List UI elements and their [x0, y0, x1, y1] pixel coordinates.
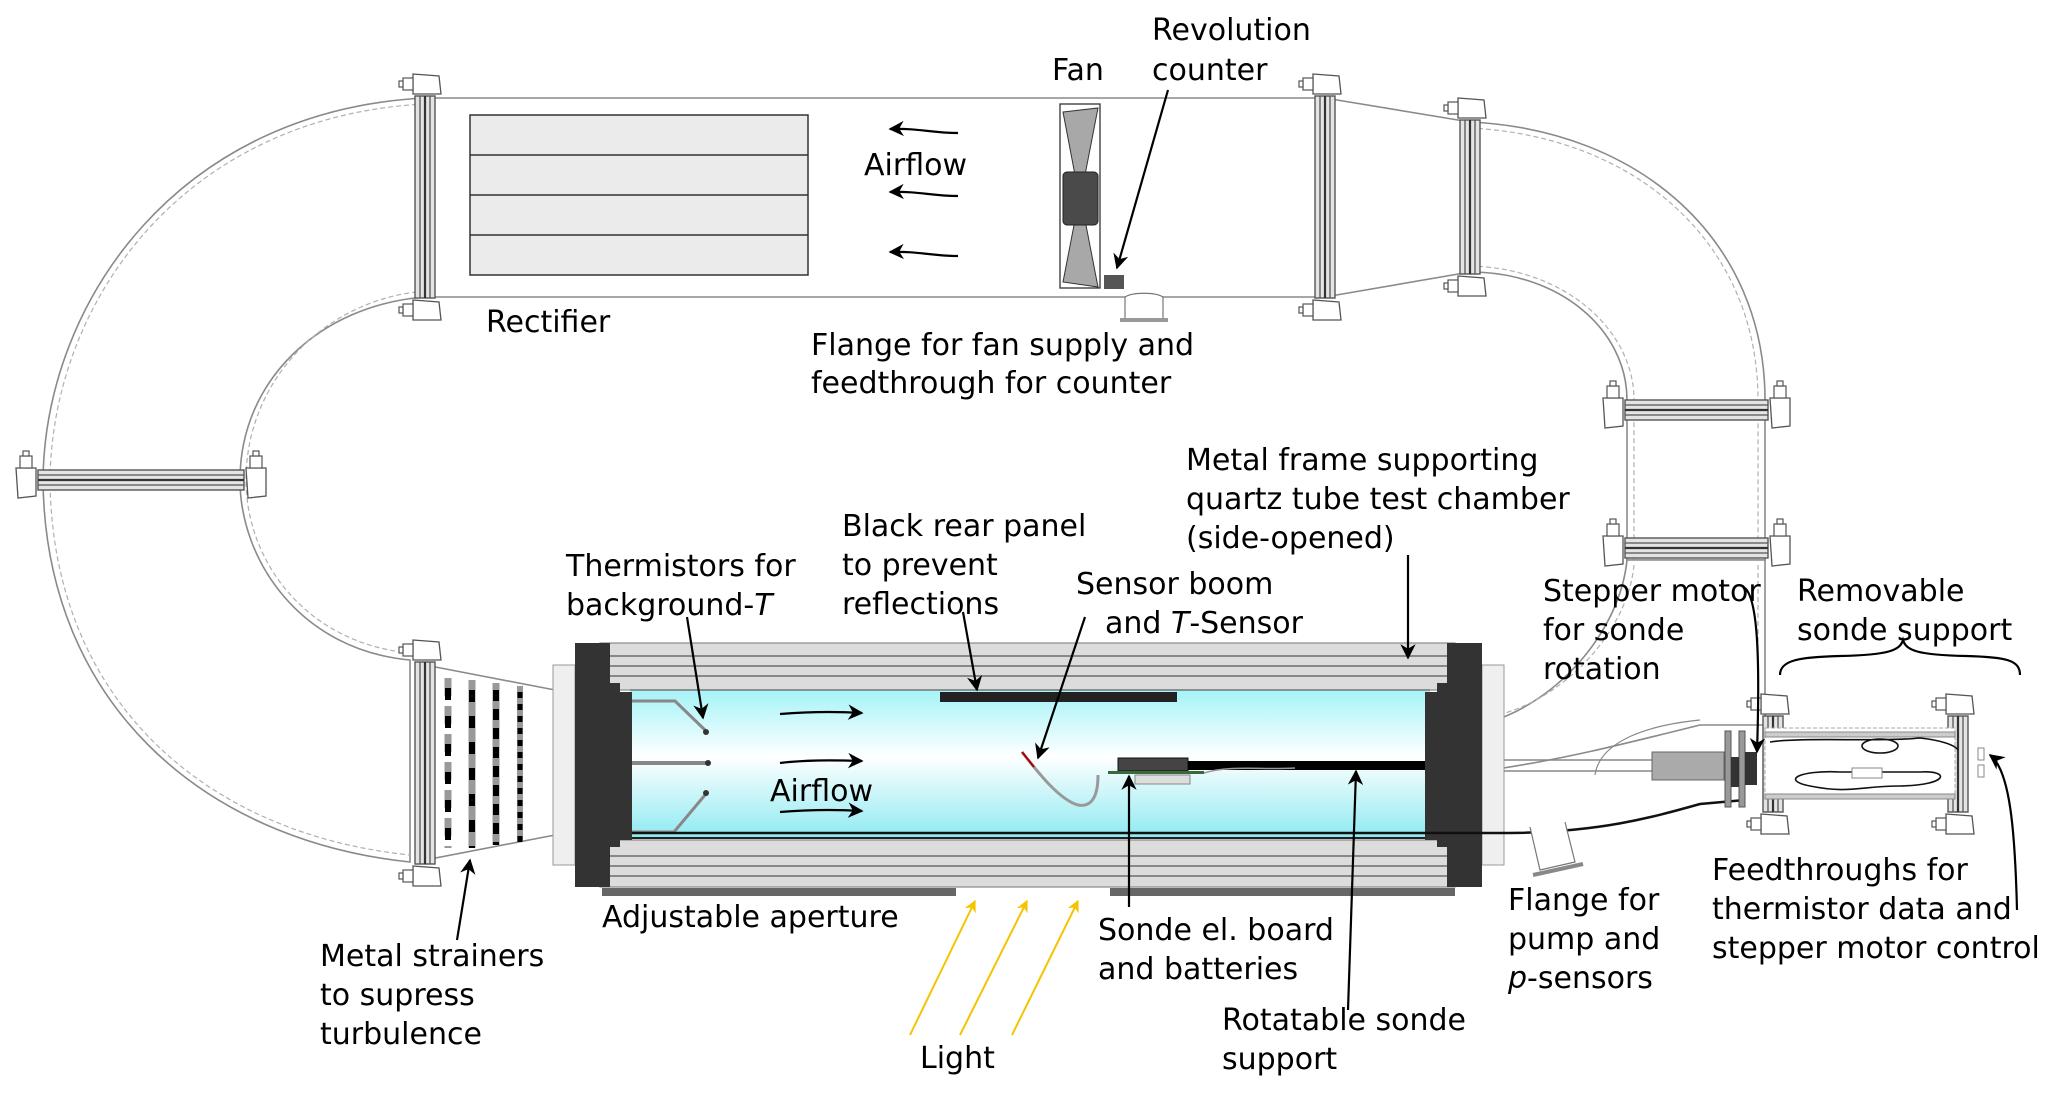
sonde-board	[1117, 757, 1189, 772]
flange-right-lower	[1602, 518, 1791, 567]
adjustable-aperture-left	[602, 888, 956, 896]
flange-top-right	[1298, 73, 1342, 321]
label-revolution-counter-1: Revolution	[1152, 13, 1311, 48]
clamp	[1602, 380, 1624, 429]
airflow-arrows-top	[888, 120, 959, 260]
clamp	[1298, 299, 1342, 321]
clamp	[1931, 813, 1975, 835]
label-fan-flange-1: Flange for fan supply and	[811, 328, 1194, 363]
label-sensor-boom-1: Sensor boom	[1076, 567, 1273, 602]
adjustable-aperture-right	[1110, 888, 1455, 896]
clamp	[1746, 693, 1790, 715]
stepper-motor	[1724, 730, 1757, 808]
label-revolution-counter-2: counter	[1152, 53, 1268, 88]
flange-left-bend	[15, 450, 267, 499]
fan	[1059, 103, 1101, 289]
leader-arrows	[455, 89, 2022, 1011]
clamp	[245, 450, 267, 499]
label-light: Light	[920, 1041, 995, 1076]
label-sensor-boom-2: and T-Sensor	[1105, 606, 1304, 641]
label-thermistors-1: Thermistors for	[565, 549, 796, 584]
clamp	[1602, 518, 1624, 567]
label-adjustable-aperture: Adjustable aperture	[602, 900, 899, 935]
clamp	[1443, 97, 1487, 119]
label-metal-frame-3: (side-opened)	[1186, 521, 1395, 556]
brace	[1778, 636, 2022, 676]
clamp	[1746, 813, 1790, 835]
label-stepper-motor-1: Stepper motor	[1543, 574, 1761, 609]
label-pump-flange-3: p-sensors	[1507, 961, 1653, 996]
clamp	[1298, 73, 1342, 95]
label-stepper-motor-3: rotation	[1543, 652, 1661, 687]
flange-top-left	[398, 73, 442, 321]
label-rotatable-support-2: support	[1222, 1042, 1337, 1077]
clamp	[398, 73, 442, 95]
flange-top-bend	[1443, 97, 1487, 297]
label-metal-frame-1: Metal frame supporting	[1186, 443, 1538, 478]
label-metal-strainers-1: Metal strainers	[320, 939, 544, 974]
label-airflow-top: Airflow	[864, 148, 967, 183]
label-fan: Fan	[1052, 53, 1104, 88]
light-rays	[909, 899, 1079, 1036]
clamp	[398, 865, 442, 887]
fan-supply-flange	[1120, 292, 1168, 322]
label-metal-strainers-3: turbulence	[320, 1017, 482, 1052]
rectifier	[469, 114, 809, 276]
label-black-panel-3: reflections	[842, 587, 999, 622]
clamp	[15, 450, 37, 499]
label-sonde-board-1: Sonde el. board	[1098, 913, 1334, 948]
label-sonde-board-2: and batteries	[1098, 952, 1298, 987]
label-black-panel-1: Black rear panel	[842, 509, 1086, 544]
label-airflow-chamber: Airflow	[770, 774, 873, 809]
label-metal-strainers-2: to supress	[320, 978, 475, 1013]
clamp	[1931, 693, 1975, 715]
clamp	[398, 299, 442, 321]
revolution-counter	[1104, 275, 1124, 289]
pump-flange	[1529, 821, 1584, 877]
flange-right-upper	[1602, 380, 1791, 429]
label-feedthroughs-3: stepper motor control	[1712, 931, 2040, 966]
drive-shaft	[1504, 719, 1725, 781]
removable-sonde-support	[1764, 727, 1985, 800]
label-removable-support-2: sonde support	[1797, 613, 2012, 648]
label-thermistors-2: background-T	[566, 588, 775, 623]
rotatable-support-rod	[1188, 761, 1425, 770]
label-removable-support-1: Removable	[1797, 574, 1965, 609]
label-rectifier: Rectifier	[486, 305, 611, 340]
metal-strainers	[444, 678, 523, 848]
label-stepper-motor-2: for sonde	[1543, 613, 1684, 648]
clamp	[1769, 380, 1791, 429]
label-fan-flange-2: feedthrough for counter	[811, 366, 1172, 401]
clamp	[1769, 518, 1791, 567]
label-feedthroughs-1: Feedthroughs for	[1712, 853, 1969, 888]
clamp	[1443, 275, 1487, 297]
label-feedthroughs-2: thermistor data and	[1712, 892, 2012, 927]
label-pump-flange-2: pump and	[1508, 922, 1660, 957]
label-black-panel-2: to prevent	[842, 548, 998, 583]
label-rotatable-support-1: Rotatable sonde	[1222, 1003, 1466, 1038]
label-metal-frame-2: quartz tube test chamber	[1186, 482, 1570, 517]
labels: Fan Revolution counter Airflow Rectifier…	[320, 13, 2040, 1077]
clamp	[398, 639, 442, 661]
label-pump-flange-1: Flange for	[1508, 883, 1660, 918]
flange-strainer	[398, 639, 442, 887]
test-chamber	[552, 642, 1746, 896]
